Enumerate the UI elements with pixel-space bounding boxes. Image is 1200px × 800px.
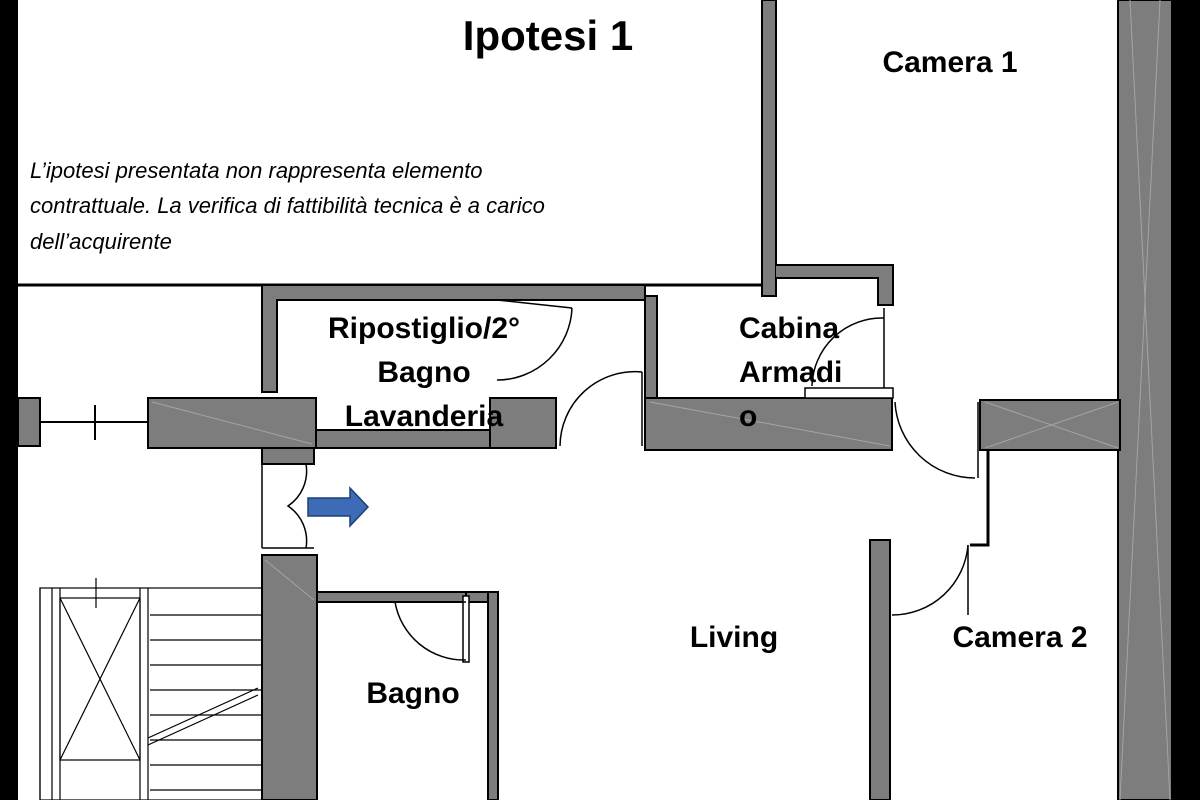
left-border <box>0 0 18 800</box>
room-label-camera-2: Camera 2 <box>952 621 1087 654</box>
camera1-door <box>894 401 979 479</box>
cabina-bottom-wall <box>644 397 893 451</box>
ripostiglio-top-wall <box>261 284 646 393</box>
room-label-living: Living <box>690 621 778 654</box>
entrance-arrow-icon <box>307 486 370 528</box>
room-label-ripostiglio-line-1: Ripostiglio/2° <box>328 312 520 345</box>
right-border <box>1172 0 1200 800</box>
right-exterior-wall <box>1117 0 1173 800</box>
room-label-bagno: Bagno <box>366 677 459 710</box>
room-label-cabina-line-3: o <box>739 400 757 433</box>
room-label-cabina-line-2: Armadi <box>739 356 842 389</box>
bagno-right-wall <box>487 591 499 800</box>
cabina-left-wall <box>644 295 658 407</box>
room-label-cabina-line-1: Cabina <box>739 312 839 345</box>
entrance-door <box>261 463 314 549</box>
cabina-shelf <box>804 387 894 399</box>
room-label-camera-1: Camera 1 <box>882 46 1017 79</box>
cabina-door <box>811 308 885 388</box>
bagno-door <box>394 601 467 661</box>
living-camera2-wall <box>869 539 891 800</box>
living-to-corridor-door <box>559 370 643 447</box>
room-label-ripostiglio-line-3: Lavanderia <box>345 400 504 433</box>
plan-title: Ipotesi 1 <box>463 12 633 59</box>
bagno-top-wall <box>316 591 468 603</box>
entrance-jamb-top <box>261 447 315 465</box>
camera2-door <box>891 544 969 616</box>
bagno-left-wall <box>261 554 318 800</box>
room-label-ripostiglio-line-2: Bagno <box>377 356 470 389</box>
corridor-wall-left <box>147 397 317 449</box>
disclaimer-line-2: contrattuale. La verifica di fattibilità… <box>30 193 545 218</box>
ripostiglio-wall-block <box>489 397 557 449</box>
lift-shaft <box>59 597 141 761</box>
exterior-wall-stub <box>17 397 41 447</box>
cabina-top-wall <box>776 264 894 306</box>
upper-room-wall <box>761 0 777 297</box>
bedroom-divider-wall <box>979 399 1121 451</box>
ripostiglio-door <box>496 299 573 381</box>
camera2-wall-stub <box>970 450 990 547</box>
disclaimer-line-1: L’ipotesi presentata non rappresenta ele… <box>30 158 483 183</box>
stairwell <box>39 578 263 800</box>
bagno-door-leaf <box>462 595 470 663</box>
disclaimer-line-3: dell’acquirente <box>30 229 172 254</box>
window <box>40 405 148 440</box>
